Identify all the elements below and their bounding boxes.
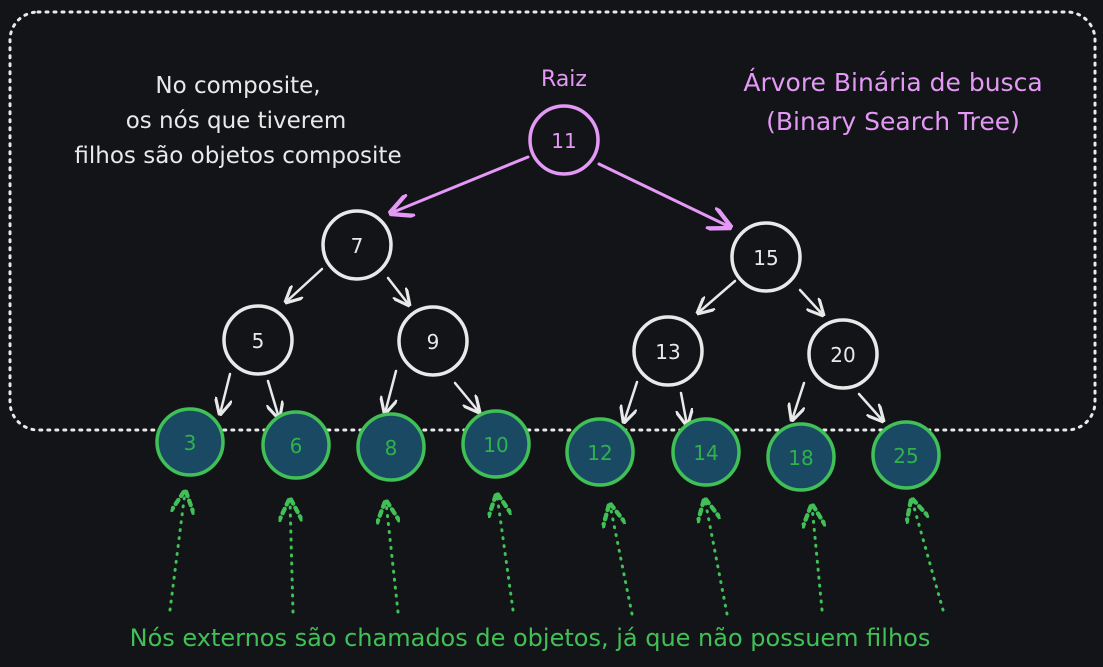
tree-node: 20 [807, 318, 879, 390]
tree-node: 7 [321, 209, 393, 281]
node-label: 11 [551, 129, 576, 153]
tree-node-root: 11 [528, 104, 600, 176]
leaf-node: 6 [261, 410, 331, 480]
pointer-leaf-6 [290, 500, 293, 614]
leaf-node: 10 [461, 409, 531, 479]
leaf-node: 8 [356, 412, 426, 482]
edge-9-8 [385, 369, 396, 413]
pointer-leaf-12 [610, 505, 632, 616]
node-label: 9 [427, 330, 440, 354]
edge-11-15 [597, 162, 730, 227]
tree-node: 9 [397, 305, 469, 377]
title-line-1: Árvore Binária de busca [743, 68, 1042, 97]
edge-13-12 [624, 380, 639, 422]
leaf-node: 14 [671, 417, 741, 487]
node-label: 15 [753, 246, 778, 270]
external-nodes-note: Nós externos são chamados de objetos, já… [130, 624, 931, 652]
edge-5-6 [268, 379, 279, 418]
edge-20-25 [857, 392, 883, 421]
edge-7-5 [286, 267, 324, 302]
node-label: 18 [788, 446, 813, 470]
edge-11-7 [391, 155, 530, 213]
pointer-leaf-3 [170, 492, 185, 612]
node-label: 7 [351, 234, 364, 258]
pointer-leaf-8 [386, 502, 398, 614]
node-label: 6 [290, 434, 303, 458]
leaf-node: 25 [871, 420, 941, 490]
node-label: 8 [385, 436, 398, 460]
node-label: 5 [252, 329, 265, 353]
edge-9-10 [453, 381, 479, 412]
node-label: 14 [693, 441, 718, 465]
pointer-leaf-10 [497, 495, 513, 612]
edge-15-20 [798, 288, 823, 315]
leaf-node: 12 [565, 417, 635, 487]
composite-note-line-2: os nós que tiverem [126, 108, 347, 134]
edge-5-3 [220, 372, 230, 414]
tree-node: 5 [222, 304, 294, 376]
pointer-leaf-25 [912, 500, 945, 612]
title-line-2: (Binary Search Tree) [766, 107, 1020, 136]
composite-note-line-3: filhos são objetos composite [74, 143, 401, 169]
pointer-leaf-18 [812, 506, 822, 612]
leaf-node: 18 [766, 422, 836, 492]
node-label: 10 [483, 433, 508, 457]
node-label: 3 [184, 431, 197, 455]
composite-frame [8, 10, 1097, 432]
tree-node: 13 [632, 315, 704, 387]
root-label: Raiz [541, 67, 587, 92]
edge-15-13 [698, 279, 737, 313]
node-label: 25 [893, 444, 918, 468]
pointer-leaf-14 [705, 500, 727, 616]
node-label: 20 [830, 343, 855, 367]
edge-20-18 [792, 381, 806, 420]
tree-node: 15 [730, 221, 802, 293]
node-label: 13 [655, 340, 680, 364]
edge-7-9 [386, 276, 409, 305]
edge-13-14 [681, 391, 687, 425]
node-label: 12 [587, 441, 612, 465]
composite-note-line-1: No composite, [155, 73, 320, 99]
leaf-node: 3 [155, 407, 225, 477]
